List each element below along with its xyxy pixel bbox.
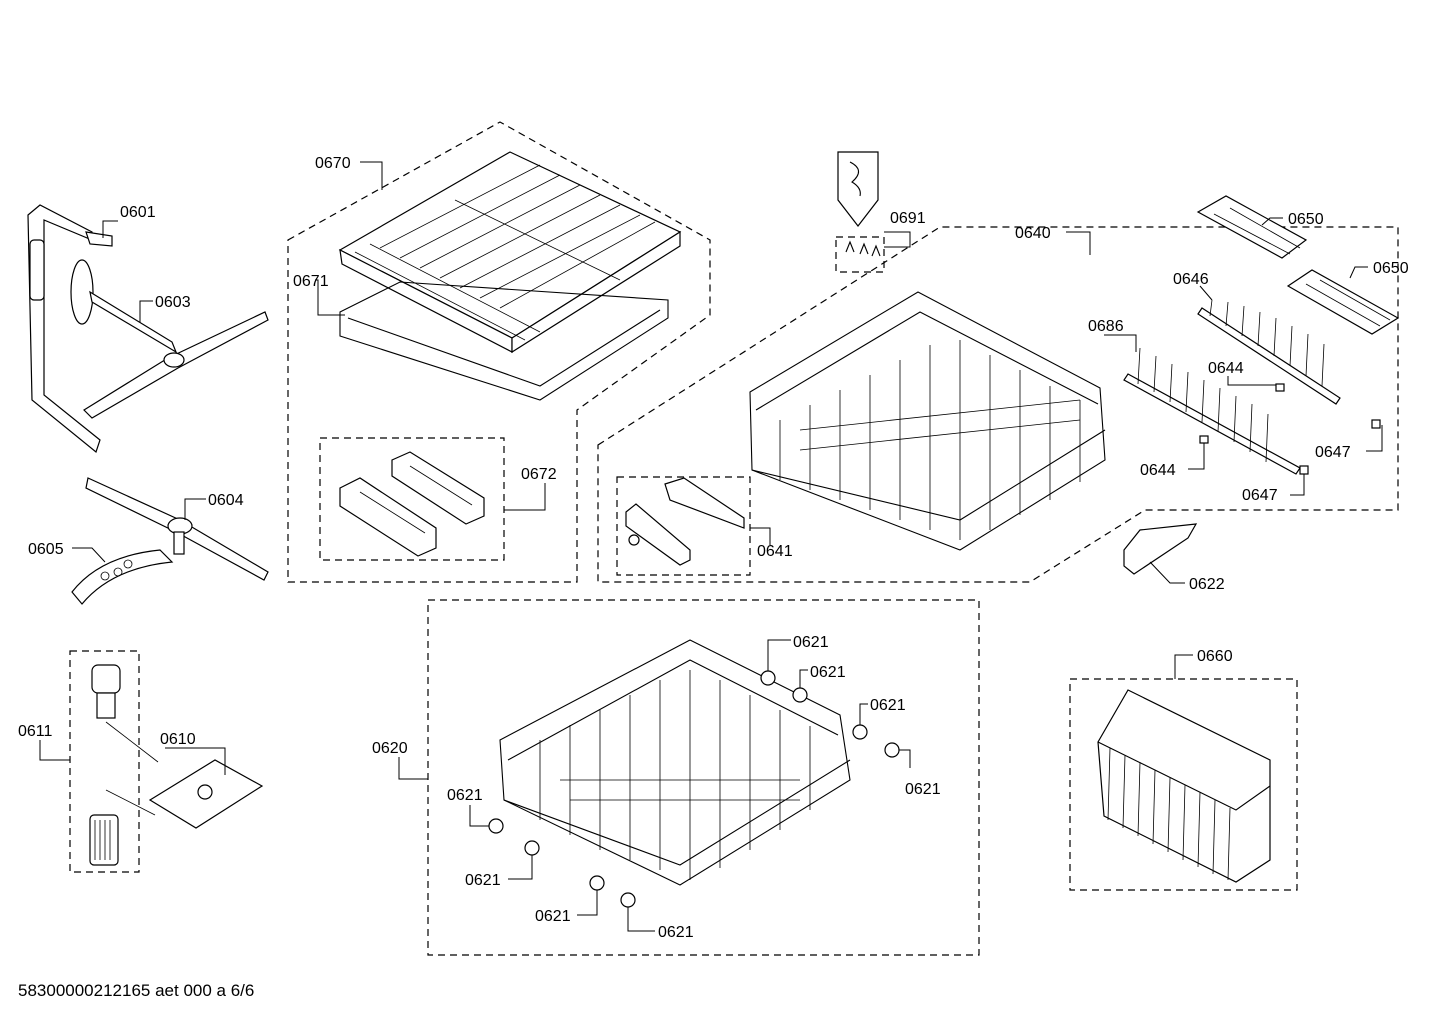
part-label-0621-c: 0621 <box>870 697 906 714</box>
part-label-0621-e: 0621 <box>447 787 483 804</box>
flat-filter-drawing <box>148 759 264 829</box>
group-0640-dashed-outline <box>597 226 1399 583</box>
group-0620-dashed-box <box>427 599 980 956</box>
leader-lines <box>39 161 1383 932</box>
group-0691-dashed-box <box>835 236 885 273</box>
part-label-0691: 0691 <box>890 210 926 227</box>
upper-spray-arm-drawing <box>70 259 269 419</box>
part-label-0604: 0604 <box>208 492 244 509</box>
cutlery-tray-drawing <box>338 151 682 354</box>
part-label-0621-d: 0621 <box>905 781 941 798</box>
part-label-0646: 0646 <box>1173 271 1209 288</box>
supply-pipe-drawing <box>27 204 113 454</box>
part-label-0686: 0686 <box>1088 318 1124 335</box>
wheels-0621-drawing <box>488 670 900 908</box>
part-label-0640: 0640 <box>1015 225 1051 242</box>
part-label-0621-g: 0621 <box>535 908 571 925</box>
part-label-0641: 0641 <box>757 543 793 560</box>
lower-rack-0620-drawing <box>499 639 851 886</box>
part-label-0611: 0611 <box>18 723 53 740</box>
group-0641-dashed-box <box>616 476 751 576</box>
part-label-0605: 0605 <box>28 541 64 558</box>
part-label-0610: 0610 <box>160 731 196 748</box>
part-label-0601: 0601 <box>120 204 156 221</box>
filter-cylinder-drawing <box>89 664 159 866</box>
part-label-0647-right: 0647 <box>1315 444 1351 461</box>
part-label-0647-bottom: 0647 <box>1242 487 1278 504</box>
part-label-0603: 0603 <box>155 294 191 311</box>
part-label-0670: 0670 <box>315 155 351 172</box>
tine-rack-0650-drawing <box>1196 195 1400 335</box>
part-label-0621-a: 0621 <box>793 634 829 651</box>
group-0660-dashed-box <box>1069 678 1298 891</box>
part-label-0622: 0622 <box>1189 576 1225 593</box>
handle-0622-drawing <box>1123 523 1198 575</box>
group-0611-dashed-box <box>69 650 140 873</box>
part-label-0650-top: 0650 <box>1288 211 1324 228</box>
part-label-0672: 0672 <box>521 466 557 483</box>
group-upper-rack-dashed-outline <box>287 121 711 583</box>
part-label-0650-right: 0650 <box>1373 260 1409 277</box>
upper-rack-0640-drawing <box>749 291 1106 551</box>
part-label-0620: 0620 <box>372 740 408 757</box>
part-label-0644-bottom: 0644 <box>1140 462 1176 479</box>
clip-set-0691-drawing <box>837 151 881 257</box>
tine-rows-drawing <box>1123 299 1381 475</box>
part-label-0621-h: 0621 <box>658 924 694 941</box>
part-label-0660: 0660 <box>1197 648 1233 665</box>
rail-set-0672-drawing <box>339 451 485 557</box>
part-label-0671: 0671 <box>293 273 329 290</box>
document-footer-code: 58300000212165 aet 000 a 6/6 <box>18 981 255 1000</box>
tray-rack-drawing <box>339 281 669 401</box>
group-0672-dashed-box <box>319 437 505 561</box>
cutlery-basket-0660-drawing <box>1097 689 1271 883</box>
filter-tray-drawing <box>71 549 174 605</box>
rack-adjuster-0641-drawing <box>625 477 745 566</box>
lower-spray-arm-drawing <box>85 477 269 581</box>
part-label-0621-f: 0621 <box>465 872 501 889</box>
part-label-0621-b: 0621 <box>810 664 846 681</box>
part-label-0644-top: 0644 <box>1208 360 1244 377</box>
